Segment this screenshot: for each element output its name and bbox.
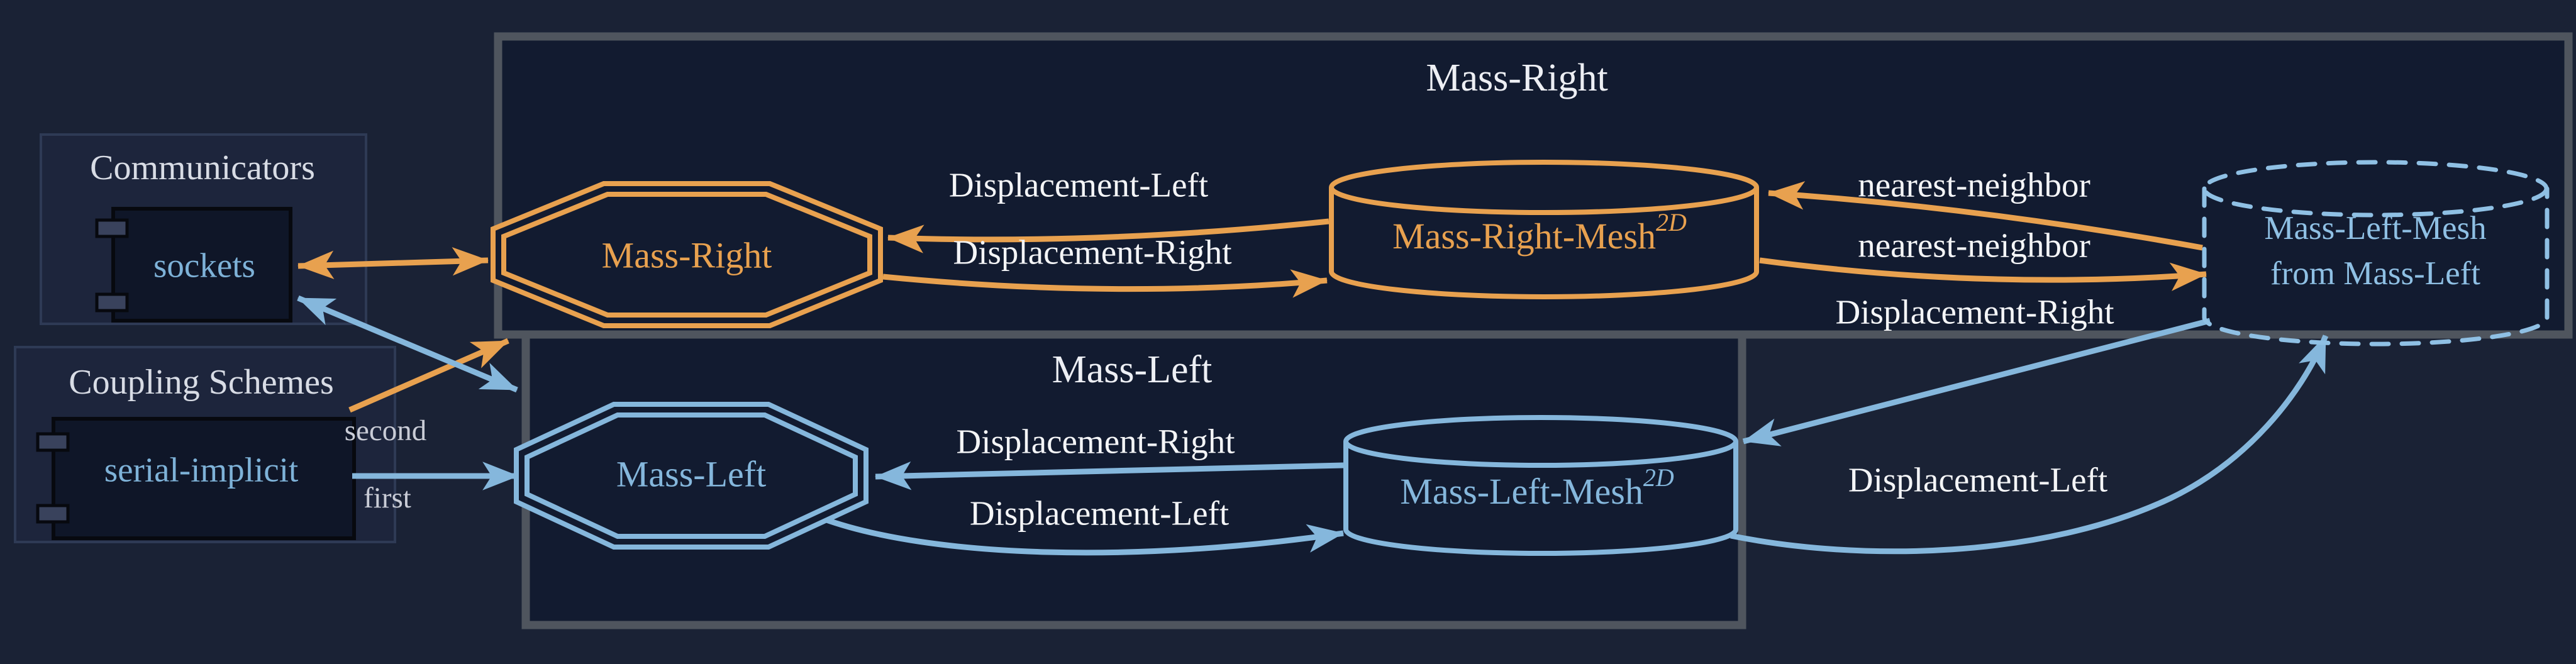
edge-label-first: first bbox=[364, 482, 411, 514]
group-coupling-schemes-title: Coupling Schemes bbox=[69, 363, 334, 402]
edge-exchange-displacement-left bbox=[1730, 335, 2329, 555]
sockets-component-box bbox=[111, 207, 292, 323]
node-mass-right-mesh: Mass-Right-Mesh2D bbox=[1329, 160, 1759, 299]
mass-right-mesh-label: Mass-Right-Mesh2D bbox=[1392, 208, 1687, 257]
mass-left-participant-label: Mass-Left bbox=[616, 453, 766, 494]
group-communicators-title: Communicators bbox=[90, 148, 315, 187]
node-mass-left-participant: Mass-Left bbox=[514, 402, 869, 550]
mass-left-mesh-label: Mass-Left-Mesh2D bbox=[1400, 463, 1674, 512]
edge-m2n-sockets-mass-left bbox=[297, 295, 518, 393]
component-tab-icon bbox=[95, 218, 129, 238]
mass-left-mesh-sup: 2D bbox=[1643, 463, 1674, 492]
edge-mapping-write-nearest-neighbor bbox=[1759, 257, 2207, 291]
serial-implicit-component-box bbox=[52, 417, 356, 540]
node-mass-right-participant: Mass-Right bbox=[491, 181, 883, 328]
mass-right-mesh-name: Mass-Right-Mesh bbox=[1392, 216, 1656, 257]
edge-label-mapping-top: nearest-neighbor bbox=[1858, 166, 2090, 204]
sockets-label: sockets bbox=[153, 246, 255, 285]
edge-m2n-sockets-mass-right bbox=[297, 246, 489, 280]
component-tab-icon bbox=[95, 292, 129, 313]
edge-write-displacement-right bbox=[882, 269, 1328, 298]
edge-read-displacement-left bbox=[887, 218, 1330, 253]
edge-label-read-displacement-right: Displacement-Right bbox=[957, 423, 1235, 461]
edge-exchange-displacement-right bbox=[1742, 318, 2211, 446]
edge-label-mapping-bottom: nearest-neighbor bbox=[1858, 226, 2090, 265]
cluster-mass-right-title: Mass-Right bbox=[1426, 57, 1607, 99]
mass-right-mesh-sup: 2D bbox=[1656, 208, 1687, 236]
edge-label-write-displacement-left: Displacement-Left bbox=[970, 494, 1229, 533]
component-tab-icon bbox=[36, 432, 70, 452]
node-mass-left-mesh: Mass-Left-Mesh2D bbox=[1343, 415, 1738, 556]
edge-write-displacement-left bbox=[820, 515, 1345, 556]
mass-left-mesh-received-line2: from Mass-Left bbox=[2270, 255, 2480, 292]
group-communicators: Communicators sockets bbox=[40, 133, 367, 325]
edge-mapping-read-nearest-neighbor bbox=[1767, 181, 2203, 251]
serial-implicit-label: serial-implicit bbox=[104, 451, 299, 489]
edge-label-read-displacement-left: Displacement-Left bbox=[949, 166, 1208, 204]
component-tab-icon bbox=[36, 504, 70, 524]
edge-read-displacement-right bbox=[874, 461, 1344, 490]
mass-left-mesh-received-line1: Mass-Left-Mesh bbox=[2264, 210, 2486, 246]
edge-label-write-displacement-right: Displacement-Right bbox=[953, 233, 1232, 272]
node-mass-left-mesh-received: Mass-Left-Mesh from Mass-Left bbox=[2202, 160, 2550, 346]
mass-right-participant-label: Mass-Right bbox=[602, 235, 772, 275]
group-coupling-schemes: Coupling Schemes serial-implicit bbox=[14, 346, 396, 543]
edge-label-exchange-displacement-left: Displacement-Left bbox=[1848, 461, 2107, 499]
edge-label-exchange-displacement-right: Displacement-Right bbox=[1836, 293, 2114, 331]
mass-left-mesh-name: Mass-Left-Mesh bbox=[1400, 471, 1643, 512]
edge-label-second: second bbox=[345, 414, 427, 447]
cluster-mass-left-title: Mass-Left bbox=[1052, 348, 1213, 391]
